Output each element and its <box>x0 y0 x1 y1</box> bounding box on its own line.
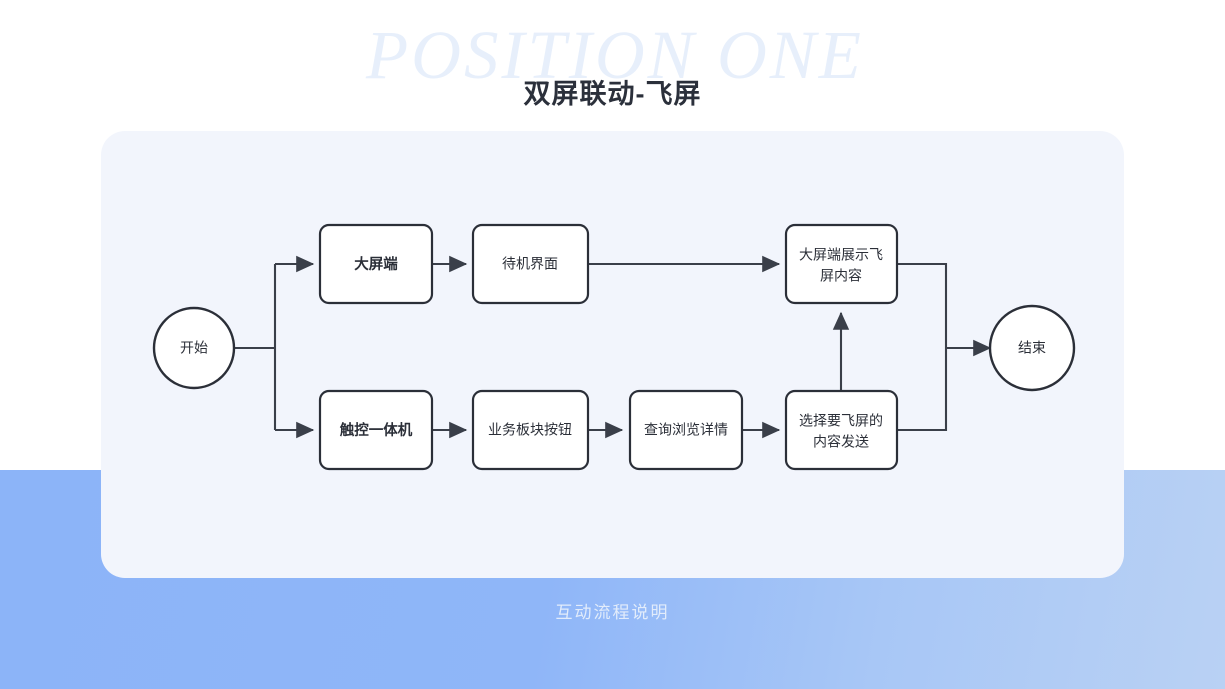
node-module-label: 业务板块按钮 <box>488 422 572 438</box>
node-standby-label: 待机界面 <box>502 256 558 272</box>
node-start-label: 开始 <box>180 340 208 356</box>
node-select-label-line2: 内容发送 <box>813 434 869 450</box>
node-end[interactable]: 结束 <box>988 304 1076 392</box>
node-select[interactable]: 选择要飞屏的 内容发送 <box>784 389 899 471</box>
page-title: 双屏联动-飞屏 <box>523 79 702 109</box>
node-display-label-line1: 大屏端展示飞 <box>799 247 883 263</box>
node-end-label: 结束 <box>1018 340 1046 356</box>
watermark-text: POSITION ONE <box>366 17 864 93</box>
flowchart-diagram: 开始 大屏端 待机界面 触控一体机 业务板块按钮 查询浏览详情 <box>152 223 1076 471</box>
node-start[interactable]: 开始 <box>152 306 236 390</box>
node-bigscreen-label: 大屏端 <box>354 255 398 273</box>
node-bigscreen[interactable]: 大屏端 <box>318 223 434 305</box>
node-touch[interactable]: 触控一体机 <box>318 389 434 471</box>
node-display-label-line2: 屏内容 <box>820 268 862 284</box>
node-touch-label: 触控一体机 <box>340 421 413 439</box>
node-query[interactable]: 查询浏览详情 <box>628 389 744 471</box>
node-display[interactable]: 大屏端展示飞 屏内容 <box>784 223 899 305</box>
node-standby[interactable]: 待机界面 <box>471 223 590 305</box>
flowchart-card <box>101 131 1124 578</box>
node-select-label-line1: 选择要飞屏的 <box>799 413 883 429</box>
slide-caption: 互动流程说明 <box>555 603 670 622</box>
node-query-label: 查询浏览详情 <box>644 422 728 438</box>
edge-merge-right <box>897 262 948 432</box>
node-module[interactable]: 业务板块按钮 <box>471 389 590 471</box>
